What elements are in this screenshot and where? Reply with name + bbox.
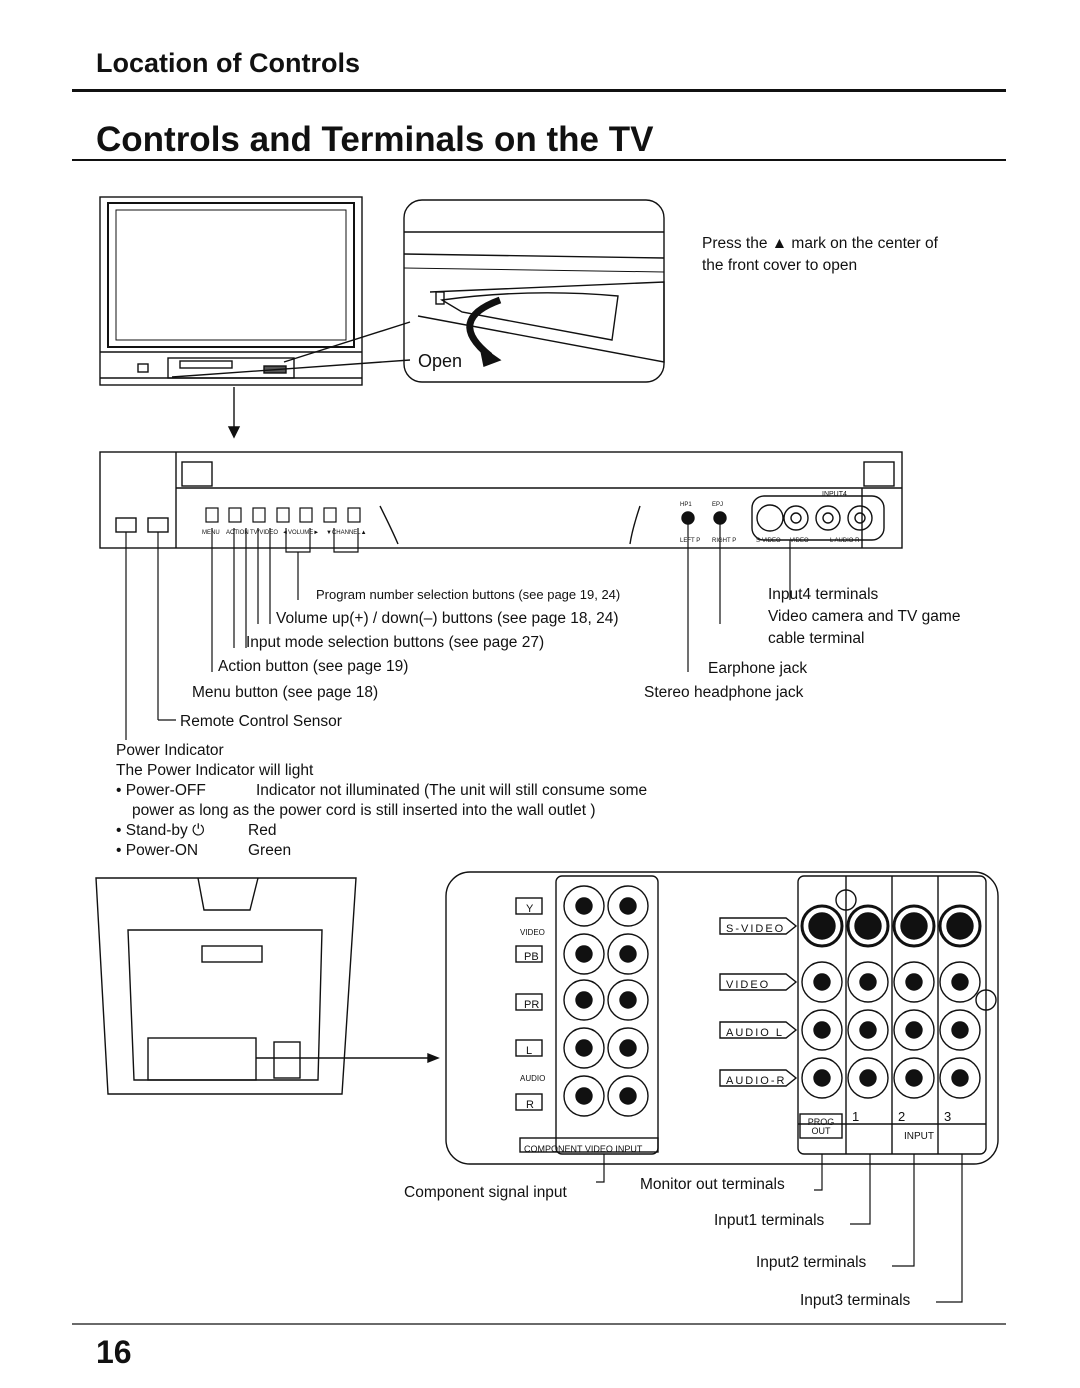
callout-input4-desc: Video camera and TV game: [768, 608, 961, 625]
panel-label-audio: L AUDIO R: [830, 538, 860, 544]
title-rule: [72, 159, 1006, 161]
panel-label-svideo: S-VIDEO: [756, 538, 781, 544]
open-label: Open: [418, 351, 463, 371]
prog-out-label: PROG OUT: [807, 1117, 835, 1136]
power-title: Power Indicator: [116, 742, 224, 759]
rear-label-l: L: [526, 1045, 533, 1057]
callout-program: Program number selection buttons (see pa…: [316, 587, 621, 602]
callout-input1: Input1 terminals: [714, 1212, 825, 1229]
callout-menu: Menu button (see page 18): [192, 684, 379, 701]
cover-instruction-cont: the front cover to open: [702, 257, 858, 274]
standby-color: Red: [248, 822, 277, 839]
panel-label-hp1: HP1: [680, 502, 692, 508]
callout-remote: Remote Control Sensor: [180, 713, 342, 730]
rear-label-r: R: [526, 1099, 534, 1111]
callout-stereo: Stereo headphone jack: [644, 684, 804, 701]
rear-label-pb: PB: [524, 951, 539, 963]
callout-lines: [125, 524, 791, 740]
callout-earphone: Earphone jack: [708, 660, 808, 677]
power-subtitle: The Power Indicator will light: [116, 762, 314, 779]
front-panel-strip: [99, 451, 903, 549]
page-number: 16: [96, 1334, 132, 1370]
power-on-row: • Power-ON: [116, 842, 199, 859]
tag-audio-l: AUDIO L: [726, 1027, 785, 1039]
panel-label-menu: MENU: [202, 530, 220, 536]
panel-label-right: RIGHT P: [712, 538, 737, 544]
panel-label-action: ACTION: [226, 530, 249, 536]
tag-video: VIDEO: [726, 979, 771, 991]
input-2-label: 2: [898, 1109, 906, 1124]
rear-label-video: VIDEO: [520, 928, 545, 937]
callout-input-mode: Input mode selection buttons (see page 2…: [246, 634, 545, 651]
input-label: INPUT: [904, 1131, 934, 1142]
panel-label-video: VIDEO: [790, 538, 809, 544]
tag-svideo: S-VIDEO: [726, 923, 786, 935]
tv-front-illustration: [99, 196, 411, 439]
rear-callout-lines: [596, 1154, 963, 1303]
callout-component: Component signal input: [404, 1184, 567, 1201]
panel-label-channel: ▼CHANNEL▲: [326, 530, 367, 536]
power-on-color: Green: [248, 842, 292, 859]
section-title: Location of Controls: [96, 48, 360, 78]
callout-monitor: Monitor out terminals: [640, 1176, 785, 1193]
component-panel-label: COMPONENT VIDEO INPUT: [524, 1144, 643, 1154]
callout-input4-desc-cont: cable terminal: [768, 630, 865, 647]
power-indicator-window: [147, 517, 169, 533]
standby-label: Stand-by ⏻: [125, 822, 205, 839]
panel-label-left: LEFT P: [680, 538, 701, 544]
remote-sensor-window: [115, 517, 137, 533]
panel-label-hp2: EPJ: [712, 502, 724, 508]
callout-input4: Input4 terminals: [768, 586, 879, 603]
power-off-label: Power-OFF: [125, 782, 206, 799]
callout-input2: Input2 terminals: [756, 1254, 867, 1271]
input-3-label: 3: [944, 1109, 952, 1124]
power-off-row: • Power-OFF: [116, 782, 206, 799]
rear-label-y: Y: [526, 903, 534, 915]
callout-volume: Volume up(+) / down(–) buttons (see page…: [276, 610, 619, 627]
tv-rear-illustration: [95, 877, 440, 1095]
input-1-label: 1: [852, 1109, 860, 1124]
front-cover-zoom: [403, 199, 665, 383]
section-rule: [72, 89, 1006, 92]
rear-label-audio: AUDIO: [520, 1074, 546, 1083]
power-on-label: Power-ON: [125, 842, 199, 859]
power-off-desc: Indicator not illuminated (The unit will…: [256, 782, 648, 799]
power-off-desc-cont: power as long as the power cord is still…: [132, 802, 596, 819]
rear-label-pr: PR: [524, 999, 540, 1011]
callout-input3: Input3 terminals: [800, 1292, 911, 1309]
tag-audio-r: AUDIO-R: [726, 1075, 787, 1087]
page-title: Controls and Terminals on the TV: [96, 120, 654, 159]
standby-row: • Stand-by ⏻: [116, 822, 205, 839]
panel-label-volume: ◄VOLUME►: [282, 530, 320, 536]
panel-label-tvvideo: TV/VIDEO: [250, 530, 279, 536]
callout-action: Action button (see page 19): [218, 658, 409, 675]
cover-instruction: Press the ▲ mark on the center of: [702, 235, 938, 252]
rear-terminal-closeup: [445, 871, 999, 1165]
panel-label-input4: INPUT4: [822, 491, 847, 498]
